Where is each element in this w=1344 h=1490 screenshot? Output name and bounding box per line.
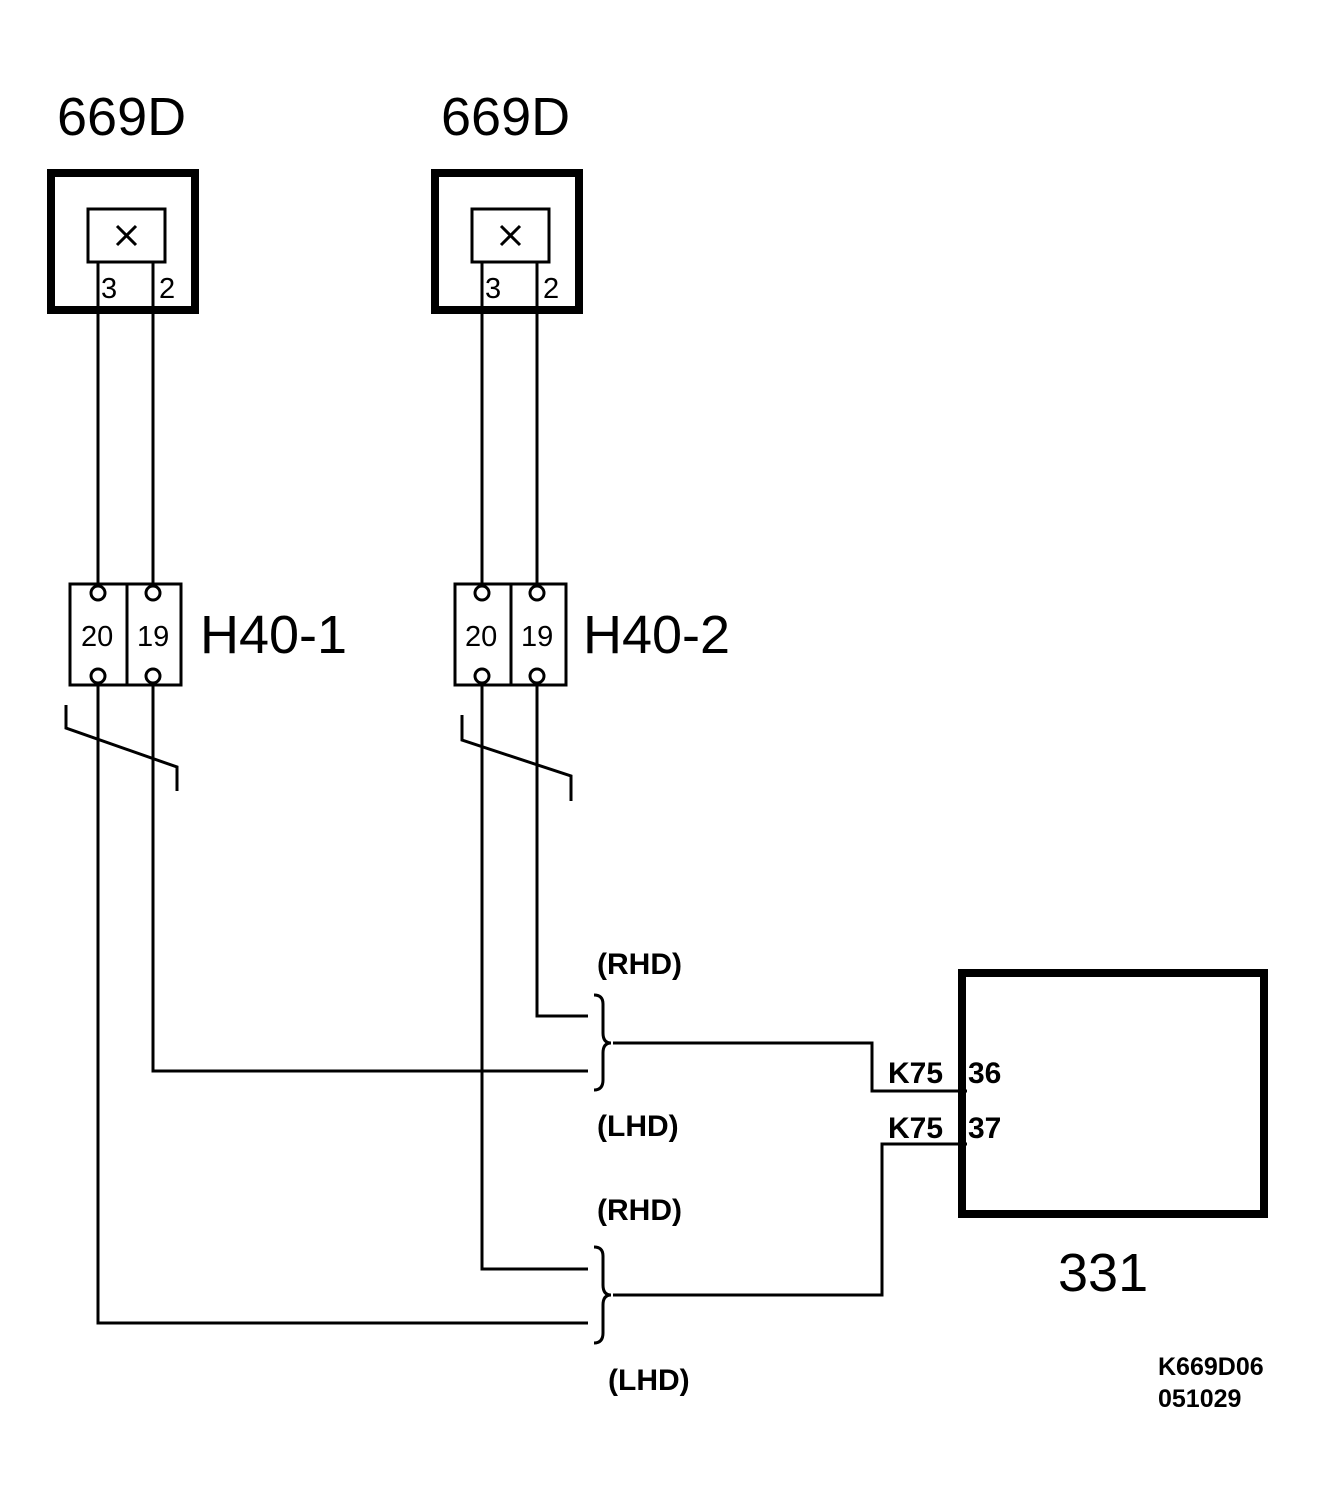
label-upper-lhd: (LHD) [597,1110,679,1143]
module-331: K75 36 K75 37 331 [888,969,1268,1303]
sensor-left-label: 669D [57,87,186,147]
connector-right-pin-20: 20 [465,621,497,653]
sensor-right-element [470,207,551,264]
sensor-left-element [86,207,167,264]
module-pin-36: 36 [968,1057,1001,1090]
wires-sensor-to-connector [96,262,539,586]
connector-right-pin-19: 19 [521,621,553,653]
pin-terminal-icon [89,667,107,685]
module-body [958,969,1268,1218]
drawing-code: K669D06 [1158,1353,1264,1381]
pin-terminal-icon [144,667,162,685]
wire [613,1142,967,1297]
brace-upper [593,993,612,1092]
connector-h40-1: 20 19 H40-1 [68,582,347,687]
wire [480,683,588,1271]
sensor-left-body [47,169,199,314]
module-connector-bottom: K75 [888,1112,943,1145]
variant-braces [593,993,612,1345]
wire [535,683,588,1018]
pin-terminal-icon [144,584,162,602]
brace-lower [593,1245,612,1345]
label-lower-rhd: (RHD) [597,1194,682,1227]
cross-icon [499,224,522,247]
drawing-reference: K669D06 051029 [1158,1353,1264,1413]
connector-left-pin-19: 19 [137,621,169,653]
sensor-669d-left: 669D 3 2 [47,87,199,314]
sensor-right-body [431,169,583,314]
sensor-right-label: 669D [441,87,570,147]
label-upper-rhd: (RHD) [597,948,682,981]
pin-terminal-icon [473,667,491,685]
connector-left-label: H40-1 [200,605,347,665]
wire [96,683,588,1325]
pin-terminal-icon [473,584,491,602]
module-label: 331 [1058,1243,1148,1303]
module-connector-top: K75 [888,1057,943,1090]
cross-icon [115,224,138,247]
sensor-669d-right: 669D 3 2 [431,87,583,314]
sensor-right-pin-2: 2 [543,273,559,305]
connector-h40-2: 20 19 H40-2 [453,582,730,687]
sensor-left-pin-2: 2 [159,273,175,305]
wire [613,1041,967,1093]
pin-terminal-icon [528,667,546,685]
drawing-date: 051029 [1158,1385,1241,1413]
label-lower-lhd: (LHD) [608,1364,690,1397]
twisted-pair-marker-right [460,715,573,801]
wire [151,683,588,1073]
connector-right-label: H40-2 [583,605,730,665]
module-pin-37: 37 [968,1112,1001,1145]
sensor-right-pin-3: 3 [485,273,501,305]
wires-connector-to-module [96,683,967,1325]
pin-terminal-icon [528,584,546,602]
twisted-pair-markers [64,705,573,801]
sensor-left-pin-3: 3 [101,273,117,305]
twisted-pair-marker-left [64,705,179,791]
pin-terminal-icon [89,584,107,602]
connector-left-pin-20: 20 [81,621,113,653]
